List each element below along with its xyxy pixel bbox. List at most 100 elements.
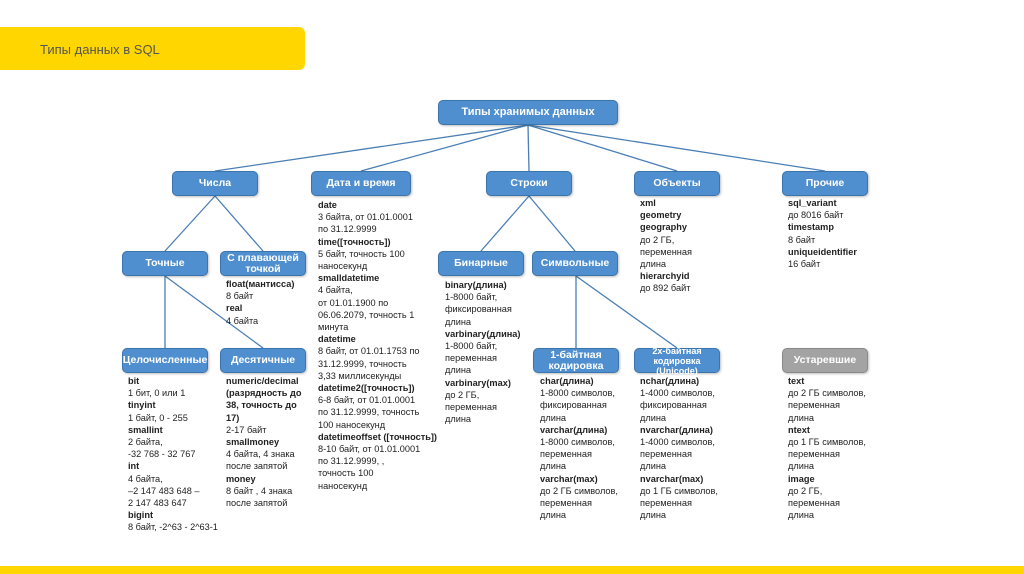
connector <box>527 124 678 172</box>
node-single-byte: 1-байтная кодировка <box>533 348 619 373</box>
type-description: длина <box>788 412 815 423</box>
connector <box>214 195 264 252</box>
type-description: 2-17 байт <box>226 424 267 435</box>
type-description: длина <box>540 412 567 423</box>
type-name: bit <box>128 376 140 386</box>
connector <box>528 195 576 252</box>
type-description: длина <box>445 414 472 425</box>
type-description: 2 байта, <box>128 437 163 448</box>
type-description: наносекунд <box>318 480 368 491</box>
type-description: 5 байт, точность 100 <box>318 248 405 259</box>
type-description: переменная <box>788 498 840 509</box>
type-description: 4 байта <box>226 315 259 326</box>
type-description: 2 147 483 647 <box>128 498 187 509</box>
type-description: длина <box>540 461 567 472</box>
type-description: до 2 ГБ, <box>640 234 675 245</box>
type-description: 1-8000 символов, <box>540 437 615 448</box>
type-description: 1 бит, 0 или 1 <box>128 388 186 399</box>
type-description: 8 байт, -2^63 - 2^63-1 <box>128 522 218 533</box>
type-description: по 31.12.9999, , <box>318 456 385 467</box>
type-description: фиксированная <box>640 400 707 411</box>
type-name: float(мантисса) <box>226 279 295 289</box>
type-description: 100 наносекунд <box>318 419 386 430</box>
type-description: после запятой <box>226 498 288 509</box>
type-name: smallint <box>128 424 163 435</box>
type-description: 4 байта, <box>128 473 163 484</box>
type-name: varbinary(max) <box>445 377 511 388</box>
type-name: real <box>226 303 243 314</box>
type-name: hierarchyid <box>640 271 690 282</box>
type-name: varchar(max) <box>540 473 598 484</box>
type-description: длина <box>540 510 567 521</box>
connector <box>360 124 529 172</box>
node-datetime: Дата и время <box>311 171 411 196</box>
type-description: до 1 ГБ символов, <box>788 437 866 448</box>
connector <box>575 275 678 349</box>
connector <box>164 195 216 252</box>
type-description: переменная <box>788 449 840 460</box>
type-name: smallmoney <box>226 437 280 448</box>
type-name: ntext <box>788 424 810 435</box>
type-description: точность 100 <box>318 468 374 479</box>
type-description: после запятой <box>226 461 288 472</box>
node-integer: Целочисленные <box>122 348 208 373</box>
type-name: binary(длина) <box>445 280 507 290</box>
type-name: uniqueidentifier <box>788 246 857 257</box>
connector <box>480 195 530 252</box>
title-bar: Типы данных в SQL <box>0 27 305 70</box>
type-name: int <box>128 461 140 472</box>
node-deprecated: Устаревшие <box>782 348 868 373</box>
type-description: 31.12.9999, точность <box>318 358 407 369</box>
type-name: datetime <box>318 334 356 345</box>
type-description: длина <box>445 365 472 376</box>
node-strings: Строки <box>486 171 572 196</box>
type-description: до 2 ГБ, <box>445 389 480 400</box>
type-description: длина <box>640 510 667 521</box>
type-description: переменная <box>640 449 692 460</box>
type-name: nchar(длина) <box>640 376 700 386</box>
type-description: 3 байта, от 01.01.0001 <box>318 212 413 223</box>
connector <box>527 124 530 172</box>
type-name: nvarchar(длина) <box>640 424 713 435</box>
connector <box>164 275 264 349</box>
type-name: xml <box>640 198 656 208</box>
type-name: bigint <box>128 510 154 521</box>
slide-title: Типы данных в SQL <box>40 42 160 57</box>
type-name: datetime2([точность]) <box>318 383 415 394</box>
type-description: до 2 ГБ, <box>788 485 823 496</box>
node-numbers: Числа <box>172 171 258 196</box>
type-name: char(длина) <box>540 376 594 386</box>
type-description: 1-4000 символов, <box>640 388 715 399</box>
type-description: фиксированная <box>445 304 512 315</box>
node-decimal: Десятичные <box>220 348 306 373</box>
type-description: до 8016 байт <box>788 210 844 221</box>
type-description: от 01.01.1900 по <box>318 297 389 308</box>
type-description: переменная <box>445 402 497 413</box>
type-name: 17) <box>226 412 240 423</box>
type-name: geography <box>640 222 687 233</box>
type-description: 1-4000 символов, <box>640 437 715 448</box>
type-name: smalldatetime <box>318 273 380 284</box>
type-name: time([точность]) <box>318 236 391 247</box>
type-description: длина <box>640 461 667 472</box>
type-description: переменная <box>540 498 592 509</box>
type-description: до 2 ГБ символов, <box>788 388 866 399</box>
type-description: 4 байта, <box>318 285 353 296</box>
type-description: 8 байт <box>788 234 816 245</box>
type-description: длина <box>640 259 667 270</box>
double-byte-types-list: nchar(длина)1-4000 символов,фиксированна… <box>640 375 718 521</box>
type-name: 38, точность до <box>226 400 297 411</box>
node-root: Типы хранимых данных <box>438 100 618 125</box>
type-description: переменная <box>445 353 497 364</box>
type-description: переменная <box>640 498 692 509</box>
type-description: переменная <box>640 246 692 257</box>
type-description: 8 байт <box>226 291 254 302</box>
node-other: Прочие <box>782 171 868 196</box>
type-name: timestamp <box>788 222 834 233</box>
type-name: geometry <box>640 210 682 221</box>
single-byte-types-list: char(длина)1-8000 символов,фиксированная… <box>540 375 618 521</box>
